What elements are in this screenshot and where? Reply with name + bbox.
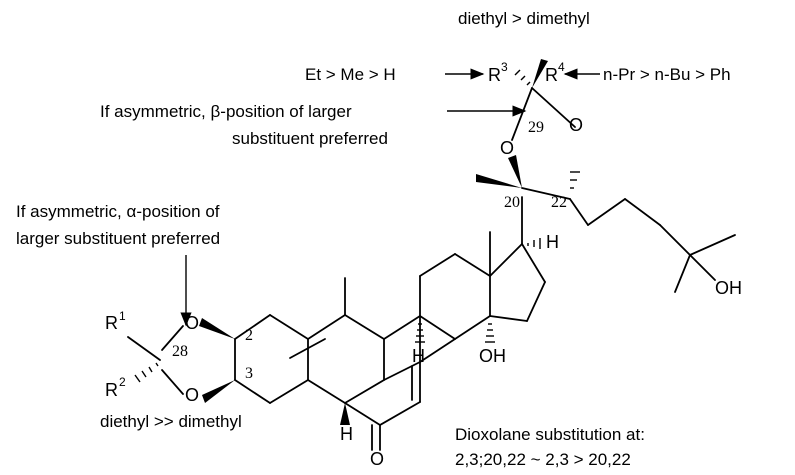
annotation-diethyl-dimethyl-top: diethyl > dimethyl: [458, 9, 590, 28]
ring-d: [489, 243, 546, 322]
atom-o-c20: O: [500, 138, 514, 158]
atom-o-c3: O: [185, 385, 199, 405]
wedge-c5-h: [340, 403, 350, 425]
annotation-r3-order: Et > Me > H: [305, 65, 396, 84]
dioxolane-28: [161, 325, 184, 395]
ring-b: [307, 314, 385, 404]
atom-oh-c14: OH: [479, 346, 506, 366]
atom-h-c5: H: [340, 424, 353, 444]
locant-c29: 29: [528, 119, 544, 136]
r4-sup: 4: [558, 60, 565, 74]
r2-sup: 2: [119, 375, 126, 389]
annotation-beta-line2: substituent preferred: [232, 129, 388, 148]
atom-h-c9: H: [412, 346, 425, 366]
atom-h-c17: H: [546, 232, 559, 252]
locant-c2: 2: [245, 327, 253, 344]
locant-c22: 22: [551, 194, 567, 211]
locant-c20: 20: [504, 194, 520, 211]
r3-sup: 3: [501, 60, 508, 74]
annotation-diethyl-bottom: diethyl >> dimethyl: [100, 412, 242, 431]
r1-label: R: [105, 313, 118, 333]
r4-label: R: [545, 65, 558, 85]
hash-c17-h: [527, 238, 541, 249]
annotation-beta-line1: If asymmetric, β-position of larger: [100, 102, 352, 121]
ring-c: [383, 253, 491, 381]
annotation-alpha-line1: If asymmetric, α-position of: [16, 202, 220, 221]
r2-label: R: [105, 380, 118, 400]
atom-o-c2: O: [185, 313, 199, 333]
annotation-dioxolane-line1: Dioxolane substitution at:: [455, 425, 645, 444]
r3-label: R: [488, 65, 501, 85]
wedge-c3-o: [202, 380, 235, 403]
hash-c22-o: [570, 171, 580, 189]
annotation-alpha-line2: larger substituent preferred: [16, 229, 220, 248]
wedge-c2-o: [199, 318, 235, 339]
locant-c3: 3: [245, 365, 253, 382]
hash-c28-r2: [134, 362, 159, 383]
atom-o-ketone: O: [370, 449, 384, 469]
locant-c28: 28: [172, 343, 188, 360]
wedge-c29-r4: [532, 59, 548, 88]
hash-c14-oh: [485, 323, 495, 343]
hash-c9-h: [415, 323, 425, 343]
annotation-r4-order: n-Pr > n-Bu > Ph: [603, 65, 731, 84]
wedge-c20-me: [476, 174, 522, 188]
ring-a: [234, 314, 326, 404]
r1-sup: 1: [119, 309, 126, 323]
atom-oh-c25: OH: [715, 278, 742, 298]
annotation-dioxolane-line2: 2,3;20,22 ~ 2,3 > 20,22: [455, 450, 631, 469]
atom-o-c22: O: [569, 115, 583, 135]
hash-c29-r3: [514, 69, 531, 86]
wedge-c20-o: [508, 155, 522, 188]
